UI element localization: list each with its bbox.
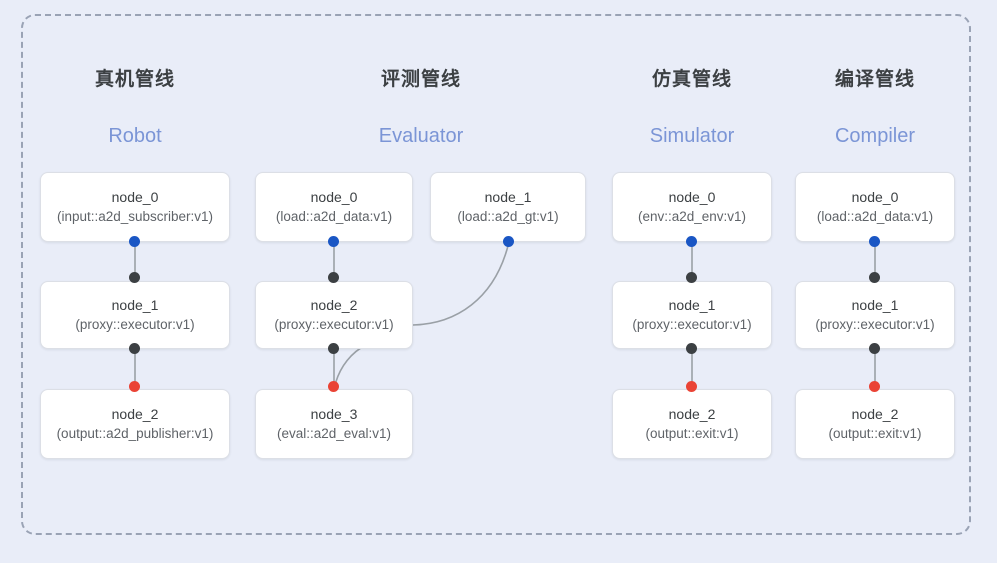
node-label-type: (proxy::executor:v1)	[274, 317, 394, 332]
edge-eval-gt-to-eval-node	[334, 344, 367, 386]
port-input-evaluator-3[interactable]	[328, 381, 339, 392]
node-label-type: (proxy::executor:v1)	[632, 317, 752, 332]
node-compiler-2[interactable]: node_2 (output::exit:v1)	[795, 389, 955, 459]
node-simulator-0[interactable]: node_0 (env::a2d_env:v1)	[612, 172, 772, 242]
port-output-robot-0[interactable]	[129, 236, 140, 247]
node-label-name: node_1	[484, 189, 532, 205]
port-input-simulator-1[interactable]	[686, 272, 697, 283]
column-subtitle-evaluator: Evaluator	[378, 125, 464, 147]
node-evaluator-2[interactable]: node_2 (proxy::executor:v1)	[255, 281, 413, 349]
node-compiler-1[interactable]: node_1 (proxy::executor:v1)	[795, 281, 955, 349]
port-output-compiler-1[interactable]	[869, 343, 880, 354]
node-label-type: (load::a2d_data:v1)	[816, 209, 934, 224]
node-robot-0[interactable]: node_0 (input::a2d_subscriber:v1)	[40, 172, 230, 242]
port-output-evaluator-2[interactable]	[328, 343, 339, 354]
node-label-type: (output::exit:v1)	[828, 426, 922, 441]
port-output-evaluator-1[interactable]	[503, 236, 514, 247]
node-label-type: (env::a2d_env:v1)	[637, 209, 747, 224]
node-label-type: (input::a2d_subscriber:v1)	[56, 209, 214, 224]
port-input-evaluator-2[interactable]	[328, 272, 339, 283]
node-label-name: node_2	[111, 406, 159, 422]
node-robot-1[interactable]: node_1 (proxy::executor:v1)	[40, 281, 230, 349]
node-label-type: (load::a2d_gt:v1)	[457, 209, 559, 224]
column-title-evaluator: 评测管线	[380, 69, 461, 90]
node-label-type: (output::exit:v1)	[645, 426, 739, 441]
node-label-type: (output::a2d_publisher:v1)	[56, 426, 214, 441]
column-title-simulator: 仿真管线	[651, 69, 732, 90]
node-simulator-2[interactable]: node_2 (output::exit:v1)	[612, 389, 772, 459]
port-input-robot-2[interactable]	[129, 381, 140, 392]
port-output-simulator-1[interactable]	[686, 343, 697, 354]
port-output-robot-1[interactable]	[129, 343, 140, 354]
node-label-name: node_0	[668, 189, 716, 205]
column-subtitle-compiler: Compiler	[834, 125, 916, 147]
node-evaluator-0[interactable]: node_0 (load::a2d_data:v1)	[255, 172, 413, 242]
port-output-simulator-0[interactable]	[686, 236, 697, 247]
node-label-name: node_1	[111, 297, 159, 313]
port-input-compiler-1[interactable]	[869, 272, 880, 283]
edge-eval-gt-to-executor	[412, 241, 510, 326]
node-evaluator-1[interactable]: node_1 (load::a2d_gt:v1)	[430, 172, 586, 242]
column-subtitle-simulator: Simulator	[649, 125, 735, 147]
port-input-compiler-2[interactable]	[869, 381, 880, 392]
node-label-name: node_1	[668, 297, 716, 313]
node-robot-2[interactable]: node_2 (output::a2d_publisher:v1)	[40, 389, 230, 459]
port-input-robot-1[interactable]	[129, 272, 140, 283]
node-label-name: node_2	[851, 406, 899, 422]
node-label-name: node_0	[111, 189, 159, 205]
node-label-type: (proxy::executor:v1)	[815, 317, 935, 332]
node-label-name: node_2	[310, 297, 358, 313]
node-label-name: node_0	[310, 189, 358, 205]
node-label-name: node_0	[851, 189, 899, 205]
node-evaluator-3[interactable]: node_3 (eval::a2d_eval:v1)	[255, 389, 413, 459]
column-subtitle-robot: Robot	[108, 125, 162, 147]
port-output-evaluator-0[interactable]	[328, 236, 339, 247]
node-compiler-0[interactable]: node_0 (load::a2d_data:v1)	[795, 172, 955, 242]
node-label-type: (load::a2d_data:v1)	[275, 209, 393, 224]
node-label-type: (proxy::executor:v1)	[75, 317, 195, 332]
port-input-simulator-2[interactable]	[686, 381, 697, 392]
column-title-compiler: 编译管线	[834, 69, 915, 90]
node-label-name: node_3	[310, 406, 358, 422]
column-title-robot: 真机管线	[94, 69, 175, 90]
node-simulator-1[interactable]: node_1 (proxy::executor:v1)	[612, 281, 772, 349]
node-label-name: node_1	[851, 297, 899, 313]
port-output-compiler-0[interactable]	[869, 236, 880, 247]
node-label-name: node_2	[668, 406, 716, 422]
node-label-type: (eval::a2d_eval:v1)	[276, 426, 392, 441]
